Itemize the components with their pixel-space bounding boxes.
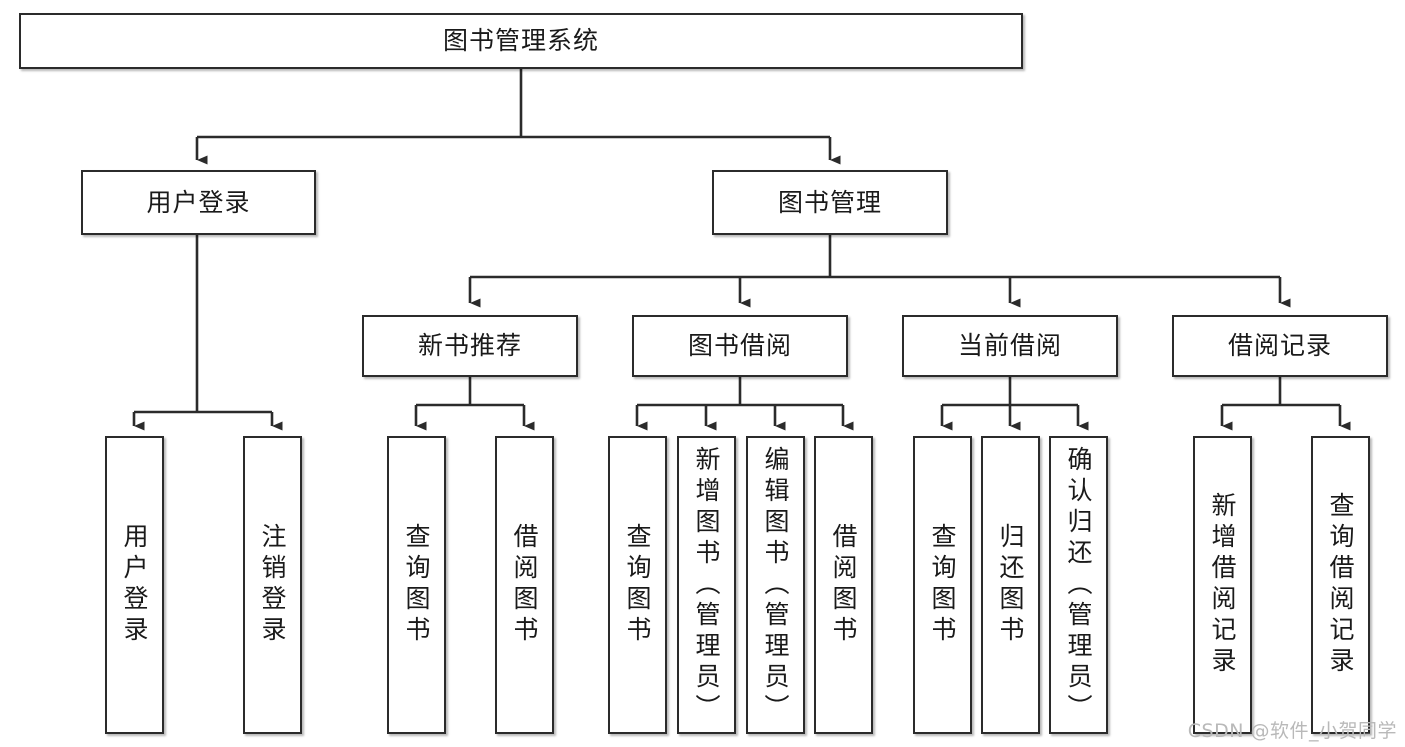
leaf-newbook-borrow-book[interactable]: 借阅图书: [495, 436, 554, 734]
node-label: 借阅图书: [510, 523, 539, 647]
leaf-borrow-query-book[interactable]: 查询图书: [608, 436, 667, 734]
node-label: 查询图书: [623, 523, 652, 647]
node-label: 注销登录: [258, 523, 287, 647]
node-label: 查询图书: [928, 523, 957, 647]
node-root-system[interactable]: 图书管理系统: [19, 13, 1023, 69]
node-label: 用户登录: [146, 187, 251, 217]
leaf-record-add-record[interactable]: 新增借阅记录: [1193, 436, 1252, 734]
leaf-record-query-record[interactable]: 查询借阅记录: [1311, 436, 1370, 734]
node-label: 确认归还（管理员）: [1064, 445, 1093, 725]
node-label: 用户登录: [120, 523, 149, 647]
node-label: 图书管理: [777, 187, 882, 217]
leaf-borrow-add-book-admin[interactable]: 新增图书（管理员）: [677, 436, 736, 734]
node-new-book-recommend[interactable]: 新书推荐: [362, 315, 578, 377]
node-label: 查询图书: [402, 523, 431, 647]
node-user-login[interactable]: 用户登录: [81, 170, 316, 235]
node-book-borrow[interactable]: 图书借阅: [632, 315, 848, 377]
node-label: 新增图书（管理员）: [692, 445, 721, 725]
node-label: 查询借阅记录: [1326, 492, 1355, 678]
node-book-management[interactable]: 图书管理: [712, 170, 948, 235]
node-borrow-record[interactable]: 借阅记录: [1172, 315, 1388, 377]
node-label: 借阅图书: [829, 523, 858, 647]
leaf-borrow-edit-book-admin[interactable]: 编辑图书（管理员）: [746, 436, 805, 734]
node-label: 图书管理系统: [442, 26, 599, 56]
node-label: 借阅记录: [1227, 331, 1332, 361]
leaf-current-return-book[interactable]: 归还图书: [981, 436, 1040, 734]
node-label: 归还图书: [996, 523, 1025, 647]
leaf-user-login[interactable]: 用户登录: [105, 436, 164, 734]
node-current-borrow[interactable]: 当前借阅: [902, 315, 1118, 377]
leaf-user-logout[interactable]: 注销登录: [243, 436, 302, 734]
node-label: 新增借阅记录: [1208, 492, 1237, 678]
leaf-borrow-borrow-book[interactable]: 借阅图书: [814, 436, 873, 734]
node-label: 编辑图书（管理员）: [761, 445, 790, 725]
node-label: 当前借阅: [957, 331, 1062, 361]
leaf-newbook-query-book[interactable]: 查询图书: [387, 436, 446, 734]
leaf-current-query-book[interactable]: 查询图书: [913, 436, 972, 734]
node-label: 新书推荐: [417, 331, 522, 361]
node-label: 图书借阅: [687, 331, 792, 361]
leaf-current-confirm-return-admin[interactable]: 确认归还（管理员）: [1049, 436, 1108, 734]
